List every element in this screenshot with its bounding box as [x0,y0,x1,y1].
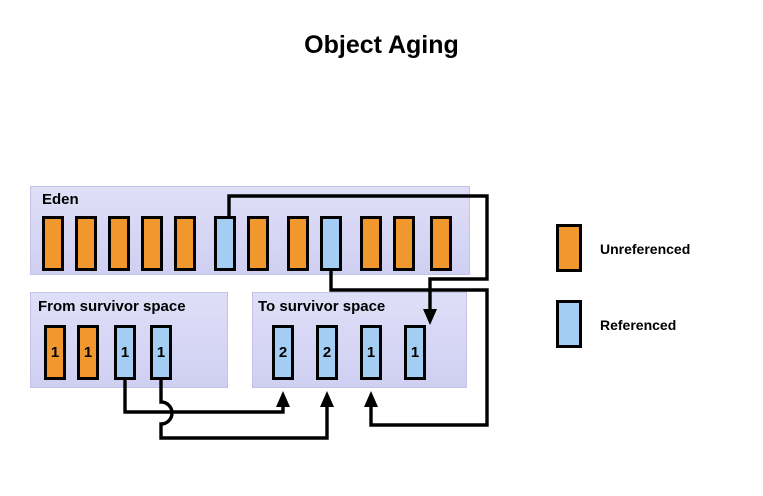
to-survivor-cell-2[interactable]: 2 [316,325,338,380]
arrowhead-to-survivor-1 [276,391,290,407]
from-survivor-cell-2[interactable]: 1 [77,325,99,380]
eden-cell-4[interactable] [141,216,163,271]
to-survivor-cell-3[interactable]: 1 [360,325,382,380]
legend-label-unreferenced: Unreferenced [600,241,691,257]
eden-region-label: Eden [42,191,79,208]
eden-cell-6[interactable] [214,216,236,271]
eden-cell-3[interactable] [108,216,130,271]
eden-cell-2[interactable] [75,216,97,271]
from-survivor-cell-3[interactable]: 1 [114,325,136,380]
to-survivor-cell-1[interactable]: 2 [272,325,294,380]
legend-item-unreferenced: Unreferenced [556,224,756,272]
connector-from4-to-survivor2 [159,380,334,440]
page-title: Object Aging [304,31,459,59]
eden-cell-9[interactable] [320,216,342,271]
legend-swatch-unreferenced [556,224,582,272]
eden-cell-8[interactable] [287,216,309,271]
arrowhead-to-survivor-3 [364,391,378,407]
from-survivor-cell-4[interactable]: 1 [150,325,172,380]
eden-cell-10[interactable] [360,216,382,271]
legend-item-referenced: Referenced [556,300,756,348]
eden-cell-1[interactable] [42,216,64,271]
to-survivor-cell-4[interactable]: 1 [404,325,426,380]
arrowhead-to-survivor-2 [320,391,334,407]
from-survivor-region-label: From survivor space [38,298,186,315]
eden-cell-7[interactable] [247,216,269,271]
from-survivor-cell-1[interactable]: 1 [44,325,66,380]
eden-cell-11[interactable] [393,216,415,271]
eden-cell-12[interactable] [430,216,452,271]
legend-swatch-referenced [556,300,582,348]
legend-label-referenced: Referenced [600,317,677,333]
eden-cell-5[interactable] [174,216,196,271]
to-survivor-region-label: To survivor space [258,298,386,315]
